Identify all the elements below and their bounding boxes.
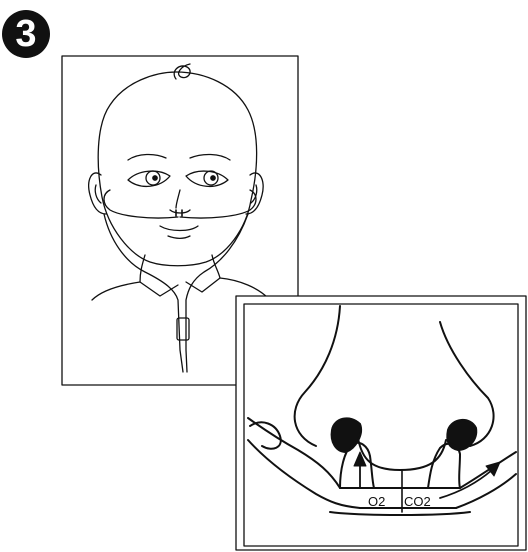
detail-frame-inner	[244, 304, 518, 546]
co2-label: CO2	[404, 494, 431, 509]
o2-label: O2	[368, 494, 385, 509]
right-eye-pupil	[211, 176, 215, 180]
step-number-badge: 3	[2, 10, 50, 58]
nose-detail-panel	[236, 296, 526, 550]
left-eye-pupil	[153, 176, 157, 180]
